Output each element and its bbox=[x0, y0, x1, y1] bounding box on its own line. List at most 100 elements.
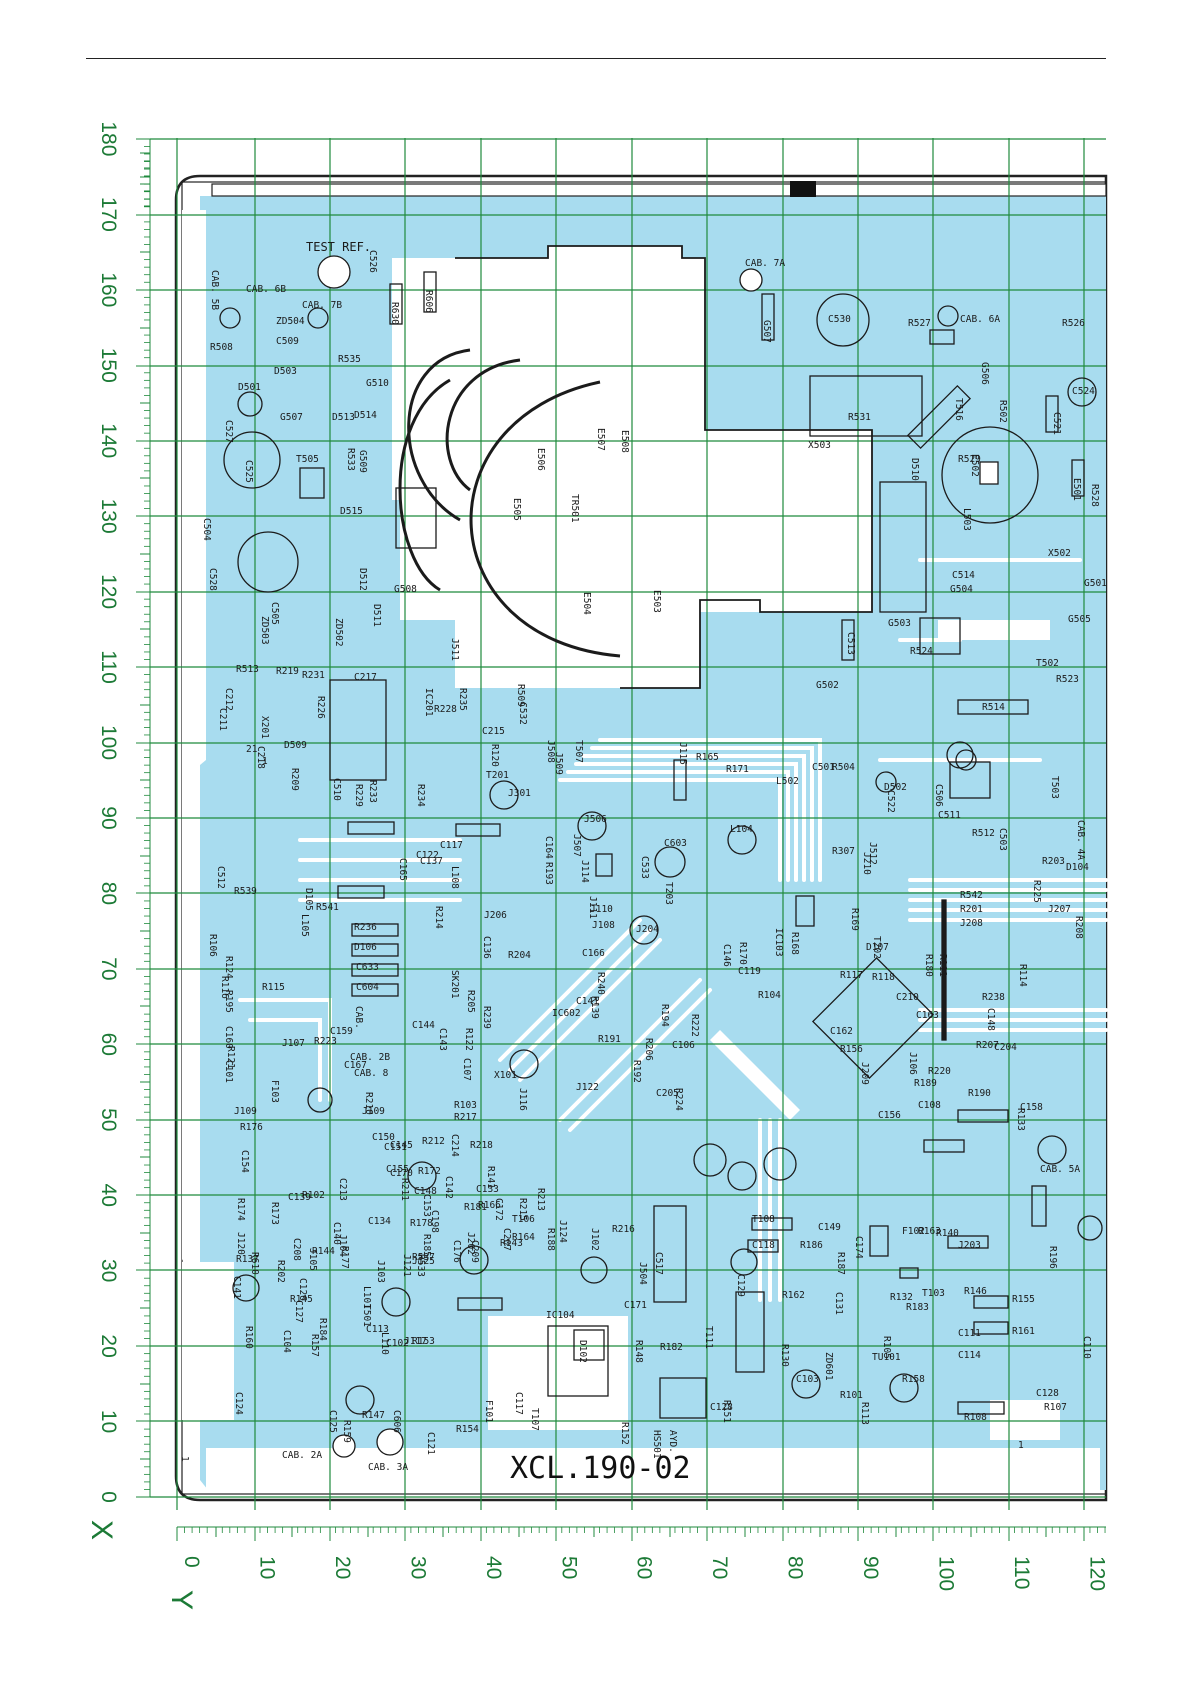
component-ref-label: F101 bbox=[483, 1400, 494, 1423]
cab-6a-pad bbox=[937, 305, 959, 327]
r160-body bbox=[973, 1295, 1009, 1309]
x-tick-label: 90 bbox=[97, 806, 120, 829]
component-ref-label: T108 bbox=[752, 1214, 775, 1225]
component-ref-label: CAB. bbox=[353, 1006, 364, 1029]
c110-body bbox=[573, 1329, 605, 1361]
component-ref-label: E505 bbox=[511, 498, 522, 521]
y-tick-label: 120 bbox=[1085, 1556, 1108, 1591]
component-ref-label: C133 bbox=[476, 1184, 499, 1195]
component-ref-label: R178 bbox=[410, 1218, 433, 1229]
component-ref-label: R212 bbox=[422, 1136, 445, 1147]
component-ref-label: 1 bbox=[262, 756, 268, 767]
component-ref-label: J511 bbox=[449, 638, 460, 661]
component-ref-label: C514 bbox=[952, 570, 975, 581]
component-ref-label: R122 bbox=[463, 1028, 474, 1051]
r236-body bbox=[337, 885, 385, 899]
component-ref-label: C143 bbox=[437, 1028, 448, 1051]
coordinate-grid bbox=[150, 138, 1106, 1510]
component-ref-label: R166 bbox=[478, 1200, 501, 1211]
c527-cap bbox=[237, 391, 263, 417]
component-ref-label: L503 bbox=[961, 508, 972, 531]
c141-cap bbox=[580, 1256, 608, 1284]
component-ref-label: R219 bbox=[276, 666, 299, 677]
component-ref-label: C171 bbox=[624, 1300, 647, 1311]
component-ref-label: J114 bbox=[579, 860, 590, 883]
component-ref-label: R196 bbox=[1047, 1246, 1058, 1269]
component-ref-label: R205 bbox=[465, 990, 476, 1013]
component-ref-label: R528 bbox=[1089, 484, 1100, 507]
r103-body bbox=[957, 1109, 1009, 1123]
l503-core bbox=[979, 461, 999, 485]
component-ref-label: J504 bbox=[637, 1262, 648, 1285]
component-ref-label: R235 bbox=[457, 688, 468, 711]
component-ref-label: R168 bbox=[789, 932, 800, 955]
l101-body bbox=[899, 1267, 919, 1279]
component-ref-label: R111 bbox=[937, 954, 948, 977]
component-ref-label: R207 bbox=[976, 1040, 999, 1051]
component-ref-label: R535 bbox=[338, 354, 361, 365]
component-ref-label: T203 bbox=[663, 882, 674, 905]
component-ref-label: C102 bbox=[386, 1338, 409, 1349]
component-ref-label: C205 bbox=[656, 1088, 679, 1099]
component-ref-label: J508 bbox=[545, 740, 556, 763]
component-ref-label: J204 bbox=[636, 924, 659, 935]
component-ref-label: L502 bbox=[776, 776, 799, 787]
component-ref-label: R183 bbox=[906, 1302, 929, 1313]
component-ref-label: CAB. 5A bbox=[1040, 1164, 1080, 1175]
component-ref-label: R164 bbox=[512, 1232, 535, 1243]
x502-block bbox=[879, 481, 927, 613]
r528-body bbox=[1071, 459, 1085, 497]
r240-body bbox=[351, 943, 399, 957]
component-ref-label: X101 bbox=[494, 1070, 517, 1081]
component-ref-label: ZD502 bbox=[333, 618, 344, 647]
component-ref-label: HS501 bbox=[651, 1430, 662, 1459]
component-ref-label: R533 bbox=[345, 448, 356, 471]
component-ref-label: 21 bbox=[246, 744, 258, 755]
r165-body bbox=[673, 759, 687, 801]
component-ref-label: C532 bbox=[517, 702, 528, 725]
component-ref-label: IC602 bbox=[552, 1008, 581, 1019]
component-ref-label: J111 bbox=[587, 896, 598, 919]
e502-cap bbox=[941, 426, 1039, 524]
component-ref-label: R228 bbox=[434, 704, 457, 715]
component-ref-label: D510 bbox=[909, 458, 920, 481]
component-ref-label: R139 bbox=[589, 996, 600, 1019]
board-outline bbox=[174, 174, 1108, 1502]
component-ref-label: IC104 bbox=[546, 1310, 575, 1321]
x-tick-label: 30 bbox=[97, 1259, 120, 1282]
x101-body bbox=[811, 956, 935, 1080]
component-ref-label: D514 bbox=[354, 410, 377, 421]
component-ref-label: R211 bbox=[399, 1178, 410, 1201]
r225-body bbox=[455, 823, 501, 837]
cab-7a-pad bbox=[739, 268, 763, 292]
y-tick-label: 50 bbox=[557, 1556, 580, 1579]
component-ref-label: E507 bbox=[595, 428, 606, 451]
component-ref-label: CAB. 6A bbox=[960, 314, 1000, 325]
component-ref-label: R531 bbox=[848, 412, 871, 423]
bottom-notch bbox=[1000, 1462, 1080, 1490]
component-ref-label: J106 bbox=[907, 1052, 918, 1075]
component-ref-label: C217 bbox=[354, 672, 377, 683]
right-big-cutout bbox=[938, 620, 1050, 640]
component-ref-label: C170 bbox=[390, 1168, 413, 1179]
component-ref-label: R106 bbox=[207, 934, 218, 957]
component-ref-label: G505 bbox=[1068, 614, 1091, 625]
component-ref-label: R115 bbox=[262, 982, 285, 993]
component-ref-label: C121 bbox=[425, 1432, 436, 1455]
x-tick-label: 180 bbox=[97, 121, 120, 156]
x-tick-label: 20 bbox=[97, 1334, 120, 1357]
c140-cap bbox=[727, 1161, 757, 1191]
component-ref-label: G504 bbox=[950, 584, 973, 595]
component-ref-label: C144 bbox=[412, 1020, 435, 1031]
mid-diagonal-gap bbox=[710, 1030, 800, 1120]
r610-body bbox=[947, 1235, 989, 1249]
component-ref-label: R193 bbox=[543, 862, 554, 885]
cab-5a-pad bbox=[1037, 1135, 1067, 1165]
component-ref-label: IC201 bbox=[423, 688, 434, 717]
component-ref-label: D503 bbox=[274, 366, 297, 377]
x-tick-label: 10 bbox=[97, 1410, 120, 1433]
component-ref-label: R120 bbox=[489, 744, 500, 767]
component-ref-label: R137 bbox=[236, 1254, 259, 1265]
component-ref-label: J125 bbox=[412, 1256, 435, 1267]
